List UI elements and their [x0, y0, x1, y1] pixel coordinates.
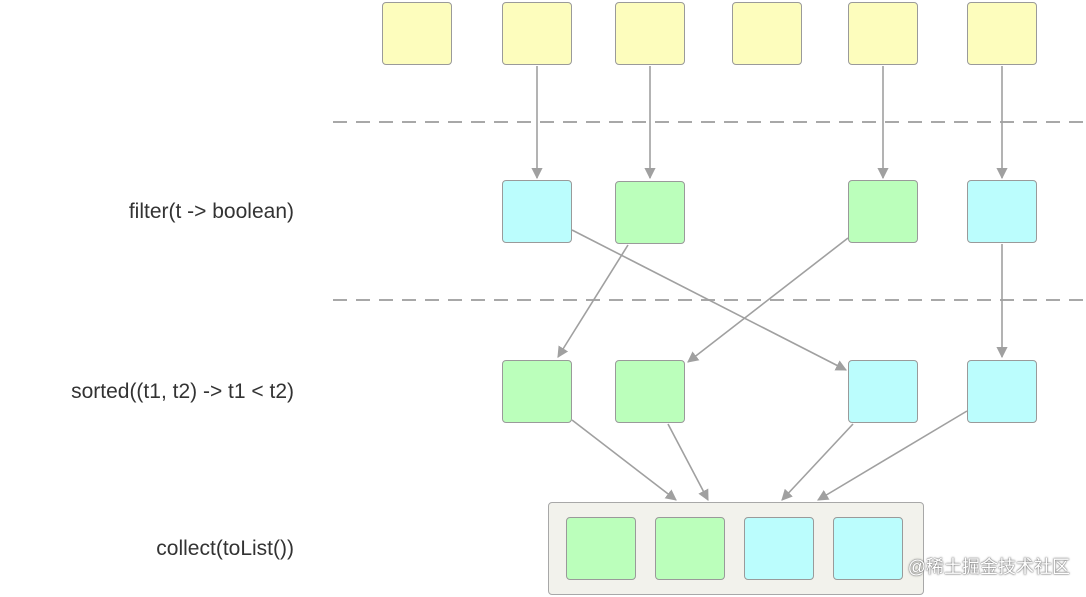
input-element-6	[967, 2, 1037, 65]
collect-stage-label: collect(toList())	[156, 537, 294, 560]
input-element-5	[848, 2, 918, 65]
input-element-1	[382, 2, 452, 65]
filtered-element-green-1	[615, 181, 685, 244]
arrow-sorted4-to-collect	[817, 410, 968, 501]
arrow-sorted3-to-collect	[781, 423, 854, 501]
input-element-3	[615, 2, 685, 65]
input-element-4	[732, 2, 802, 65]
collected-element-1	[566, 517, 636, 580]
input-element-2	[502, 2, 572, 65]
arrow-filter-cyan1-to-sorted	[571, 229, 847, 371]
sorted-element-1	[502, 360, 572, 423]
filtered-element-green-2	[848, 180, 918, 243]
arrow-sorted1-to-collect	[571, 419, 677, 501]
arrow-filter-green1-to-sorted	[557, 244, 629, 358]
filter-stage-label: filter(t -> boolean)	[128, 200, 294, 223]
filtered-element-cyan-1	[502, 180, 572, 243]
arrow-sorted2-to-collect	[667, 423, 709, 501]
collected-element-3	[744, 517, 814, 580]
watermark: @稀土掘金技术社区	[907, 557, 1070, 577]
sorted-stage-label: sorted((t1, t2) -> t1 < t2)	[71, 380, 294, 403]
collected-element-4	[833, 517, 903, 580]
sorted-element-2	[615, 360, 685, 423]
filtered-element-cyan-2	[967, 180, 1037, 243]
sorted-element-4	[967, 360, 1037, 423]
sorted-element-3	[848, 360, 918, 423]
arrow-filter-green2-to-sorted	[687, 237, 849, 363]
collected-element-2	[655, 517, 725, 580]
